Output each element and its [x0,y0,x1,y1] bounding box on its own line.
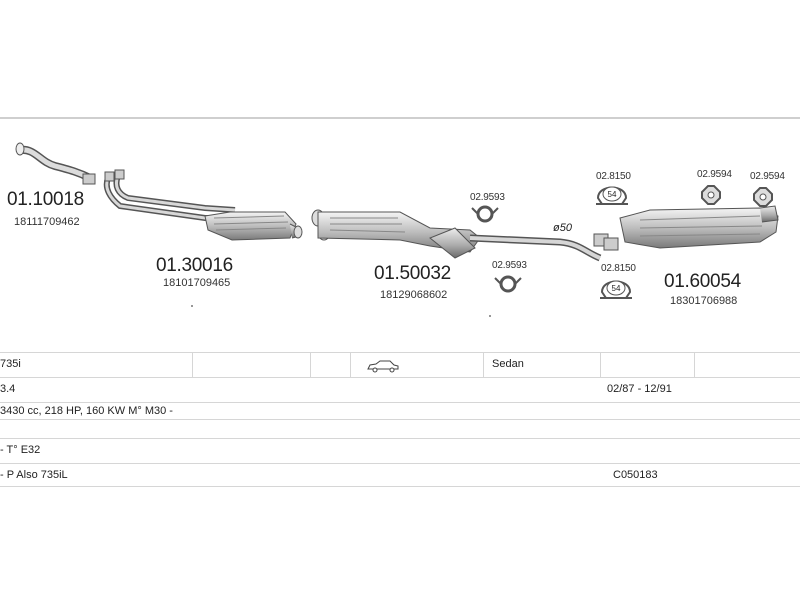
rubber-mount-icon[interactable] [753,187,773,207]
top-divider [0,117,800,119]
exhaust-diagram: 54 54 01.10018 18111709462 01.30016 1810… [0,120,800,350]
engine-details-cell: 3430 cc, 218 HP, 160 KW M° M30 - [0,405,173,417]
cell-divider [600,353,601,377]
accessory-number[interactable]: 02.8150 [601,263,636,274]
cell-divider [350,353,351,377]
pipe-diameter: ø50 [553,222,572,234]
cell-divider [192,353,193,377]
sedan-car-icon [366,359,400,376]
front-section-part[interactable] [103,169,303,241]
dates-cell: 02/87 - 12/91 [607,383,672,395]
accessory-number[interactable]: 02.9594 [750,171,785,182]
table-row: 735i Sedan [0,353,800,378]
model-cell: 735i [0,358,21,370]
cell-divider [310,353,311,377]
oem-number: 18301706988 [670,295,738,307]
gasket-icon[interactable] [471,205,499,223]
cell-divider [694,353,695,377]
part-number[interactable]: 01.50032 [374,263,451,284]
rear-muffler-part[interactable] [593,205,779,251]
part-number[interactable]: 01.60054 [664,271,741,292]
downpipe-part[interactable] [15,142,96,185]
exhaust-drawing: 54 54 [15,142,779,317]
table-row [0,420,800,439]
table-row: - T° E32 [0,439,800,464]
part-number[interactable]: 01.10018 [7,189,84,210]
table-row: 3.4 02/87 - 12/91 [0,378,800,403]
oem-number: 18129068602 [380,289,448,301]
clamp-size-label: 54 [612,284,621,293]
accessory-number[interactable]: 02.8150 [596,171,631,182]
oem-number: 18101709465 [163,277,231,289]
clamp-icon[interactable]: 54 [596,186,628,205]
center-muffler-part[interactable] [311,209,602,262]
oem-number: 18111709462 [14,216,80,228]
accessory-number[interactable]: 02.9593 [470,192,505,203]
table-top-border [0,352,800,353]
catalog-code-cell: C050183 [613,469,658,481]
part-number[interactable]: 01.30016 [156,255,233,276]
chassis-cell: - T° E32 [0,444,41,456]
gasket-icon[interactable] [494,275,522,293]
body-type-cell: Sedan [492,358,524,370]
clamp-icon[interactable]: 54 [600,280,632,299]
clamp-size-label: 54 [608,190,617,199]
rubber-mount-icon[interactable] [701,185,721,205]
table-row: - P Also 735iL C050183 [0,464,800,487]
accessory-number[interactable]: 02.9593 [492,260,527,271]
note-cell: - P Also 735iL [0,469,68,481]
engine-size-cell: 3.4 [0,383,16,395]
table-row: 3430 cc, 218 HP, 160 KW M° M30 - [0,403,800,420]
accessory-number[interactable]: 02.9594 [697,169,732,180]
cell-divider [483,353,484,377]
